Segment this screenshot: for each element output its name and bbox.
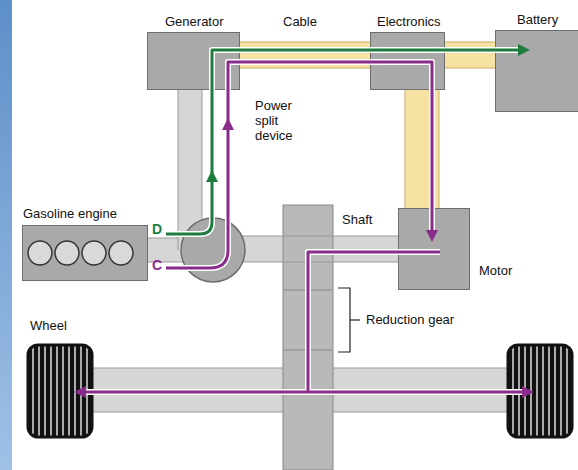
flow-c-purple [74, 62, 534, 398]
text-holder: Shaft [342, 212, 372, 227]
band-edge [240, 42, 370, 43]
connector-label: Cable [283, 14, 317, 29]
side-strip [0, 0, 12, 470]
node-label: Motor [479, 263, 512, 278]
text-holder: Gasoline engine [23, 206, 117, 221]
flow-letter: D [152, 222, 162, 237]
band-edge [178, 90, 179, 250]
band-edge [445, 68, 495, 69]
flow-letter: C [152, 258, 162, 273]
node-label: Battery [517, 12, 558, 27]
node-label: Gasoline engine [23, 206, 117, 221]
text-holder: Electronics [377, 14, 441, 29]
text-holder: D [152, 222, 162, 237]
part-label: Wheel [30, 318, 67, 333]
text-holder: Generator [165, 14, 224, 29]
band-edge [240, 68, 370, 69]
flow-d-green [166, 44, 530, 234]
text-holder: Wheel [30, 318, 67, 333]
text-holder: Cable [283, 14, 317, 29]
band-edge [445, 42, 495, 43]
engine-cylinders [28, 241, 133, 265]
text-holder: Reduction gear [366, 312, 454, 327]
part-label: Reduction gear [366, 312, 454, 327]
node-label: Generator [165, 14, 224, 29]
text-holder: C [152, 258, 162, 273]
band [445, 42, 495, 68]
text-holder: Power split device [255, 98, 307, 143]
battery-box: Battery [495, 30, 578, 112]
text-holder: Motor [479, 263, 512, 278]
band-edge [405, 90, 406, 208]
band-edge [439, 90, 440, 208]
bracket-tick [350, 319, 360, 320]
left-wheel [28, 345, 92, 437]
bracket [338, 288, 350, 352]
cable-connector [445, 42, 495, 68]
text-holder: Battery [517, 12, 558, 27]
node-label: Power split device [255, 98, 307, 143]
node-label: Electronics [377, 14, 441, 29]
connector-label: Shaft [342, 212, 372, 227]
